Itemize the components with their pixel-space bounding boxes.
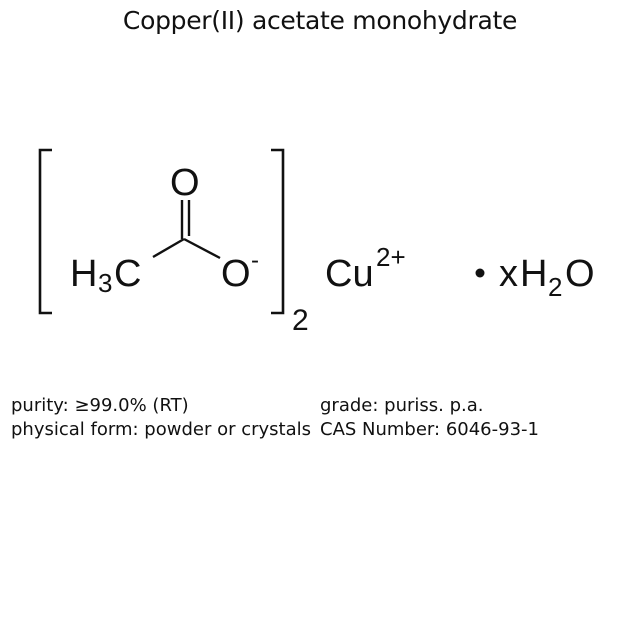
methyl-h: H [70, 253, 97, 295]
left-bracket [38, 148, 52, 315]
property-value: 6046-93-1 [445, 419, 539, 440]
hydrate-subscript: 2 [548, 272, 562, 302]
property-cas-number: CAS Number: 6046-93-1 [320, 418, 630, 442]
carbonyl-oxygen: O [170, 162, 200, 204]
copper-cation: Cu [325, 253, 374, 295]
cation-charge: 2+ [376, 242, 406, 272]
methyl-subscript: 3 [98, 268, 112, 298]
chemical-structure-diagram: O H 3 C O - 2 Cu 2+ x H 2 O [38, 148, 595, 337]
properties-right-column: grade: puriss. p.a. CAS Number: 6046-93-… [320, 394, 630, 442]
property-purity: purity: ≥99.0% (RT) [11, 394, 311, 418]
anion-charge: - [251, 247, 259, 274]
properties-left-column: purity: ≥99.0% (RT) physical form: powde… [11, 394, 311, 442]
property-value: powder or crystals [144, 419, 311, 440]
property-label: grade: [320, 395, 379, 416]
hydrate-h: H [520, 253, 547, 295]
right-bracket [271, 148, 285, 315]
bond-methyl-carbonyl [152, 237, 185, 259]
methyl-c: C [114, 253, 141, 295]
hydrate-o: O [565, 253, 595, 295]
anion-oxygen: O [221, 253, 251, 295]
property-label: CAS Number: [320, 419, 441, 440]
property-label: purity: [11, 395, 69, 416]
property-physical-form: physical form: powder or crystals [11, 418, 311, 442]
hydrate-dot-icon [475, 268, 485, 278]
property-value: ≥99.0% (RT) [74, 395, 189, 416]
hydrate-x: x [499, 253, 518, 295]
compound-title: Copper(II) acetate monohydrate [122, 6, 518, 35]
property-label: physical form: [11, 419, 139, 440]
property-value: puriss. p.a. [384, 395, 484, 416]
bond-carbonyl-anion-o [183, 237, 221, 260]
property-grade: grade: puriss. p.a. [320, 394, 630, 418]
bracket-subscript: 2 [292, 304, 309, 337]
